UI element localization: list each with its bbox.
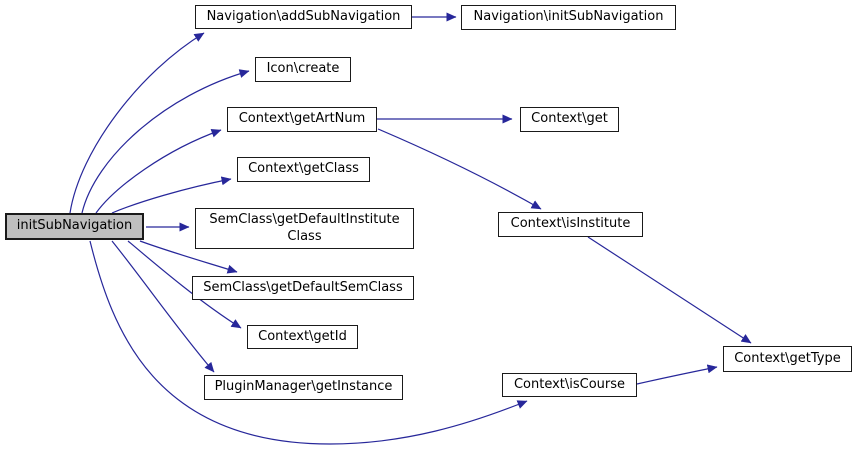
graph-node-getId[interactable]: Context\getId (247, 325, 358, 349)
edge-initSubNavigation-to-getArtNum (95, 128, 222, 214)
edge-initSubNavigation-to-getClass (111, 176, 232, 214)
edge-initSubNavigation-to-icon-create (81, 69, 250, 214)
edge-initSubNavigation-to-getDefaultSemClass (139, 240, 238, 274)
graph-node-label: Context\isCourse (513, 376, 626, 392)
graph-node-label: Class (287, 228, 322, 244)
graph-node-getInstance[interactable]: PluginManager\getInstance (204, 375, 403, 400)
graph-node-icon-create[interactable]: Icon\create (255, 57, 351, 82)
edge-getArtNum-to-isInstitute (377, 128, 542, 210)
graph-node-addSubNavigation[interactable]: Navigation\addSubNavigation (195, 5, 412, 29)
graph-node-label: Context\get (531, 111, 608, 127)
graph-node-isInstitute[interactable]: Context\isInstitute (498, 212, 643, 237)
graph-node-getArtNum[interactable]: Context\getArtNum (227, 107, 377, 132)
graph-node-getDefaultSemClass[interactable]: SemClass\getDefaultSemClass (192, 276, 414, 300)
graph-node-label: SemClass\getDefaultInstitute (209, 211, 400, 227)
graph-node-initSubNavigation: initSubNavigation (5, 213, 144, 240)
edge-initSubNavigation-to-getInstance (111, 240, 215, 373)
graph-node-getType[interactable]: Context\getType (723, 346, 852, 372)
graph-node-label: Navigation\initSubNavigation (473, 9, 664, 25)
graph-node-label: Context\getClass (248, 161, 359, 177)
graph-node-label: Context\isInstitute (510, 216, 631, 232)
graph-node-label: Icon\create (266, 61, 340, 77)
graph-node-label: PluginManager\getInstance (214, 379, 393, 395)
edge-initSubNavigation-to-addSubNavigation (69, 32, 205, 214)
graph-node-getClass[interactable]: Context\getClass (237, 157, 370, 182)
graph-node-label: Navigation\addSubNavigation (206, 8, 401, 24)
graph-node-isCourse[interactable]: Context\isCourse (502, 373, 637, 397)
edge-isCourse-to-getType (636, 364, 718, 385)
graph-node-label: Context\getId (258, 328, 347, 344)
edge-isInstitute-to-getType (587, 236, 752, 344)
graph-node-label: initSubNavigation (16, 218, 133, 234)
edges-group (69, 12, 752, 445)
graph-node-label: Context\getArtNum (238, 111, 366, 127)
graph-node-label: SemClass\getDefaultSemClass (203, 279, 403, 295)
edge-initSubNavigation-to-getId (127, 240, 242, 329)
graph-node-nav-initSubNavigation[interactable]: Navigation\initSubNavigation (461, 5, 676, 30)
graph-node-get[interactable]: Context\get (520, 107, 619, 132)
edge-initSubNavigation-to-isCourse (89, 240, 528, 445)
graph-node-label: Context\getType (734, 350, 841, 366)
